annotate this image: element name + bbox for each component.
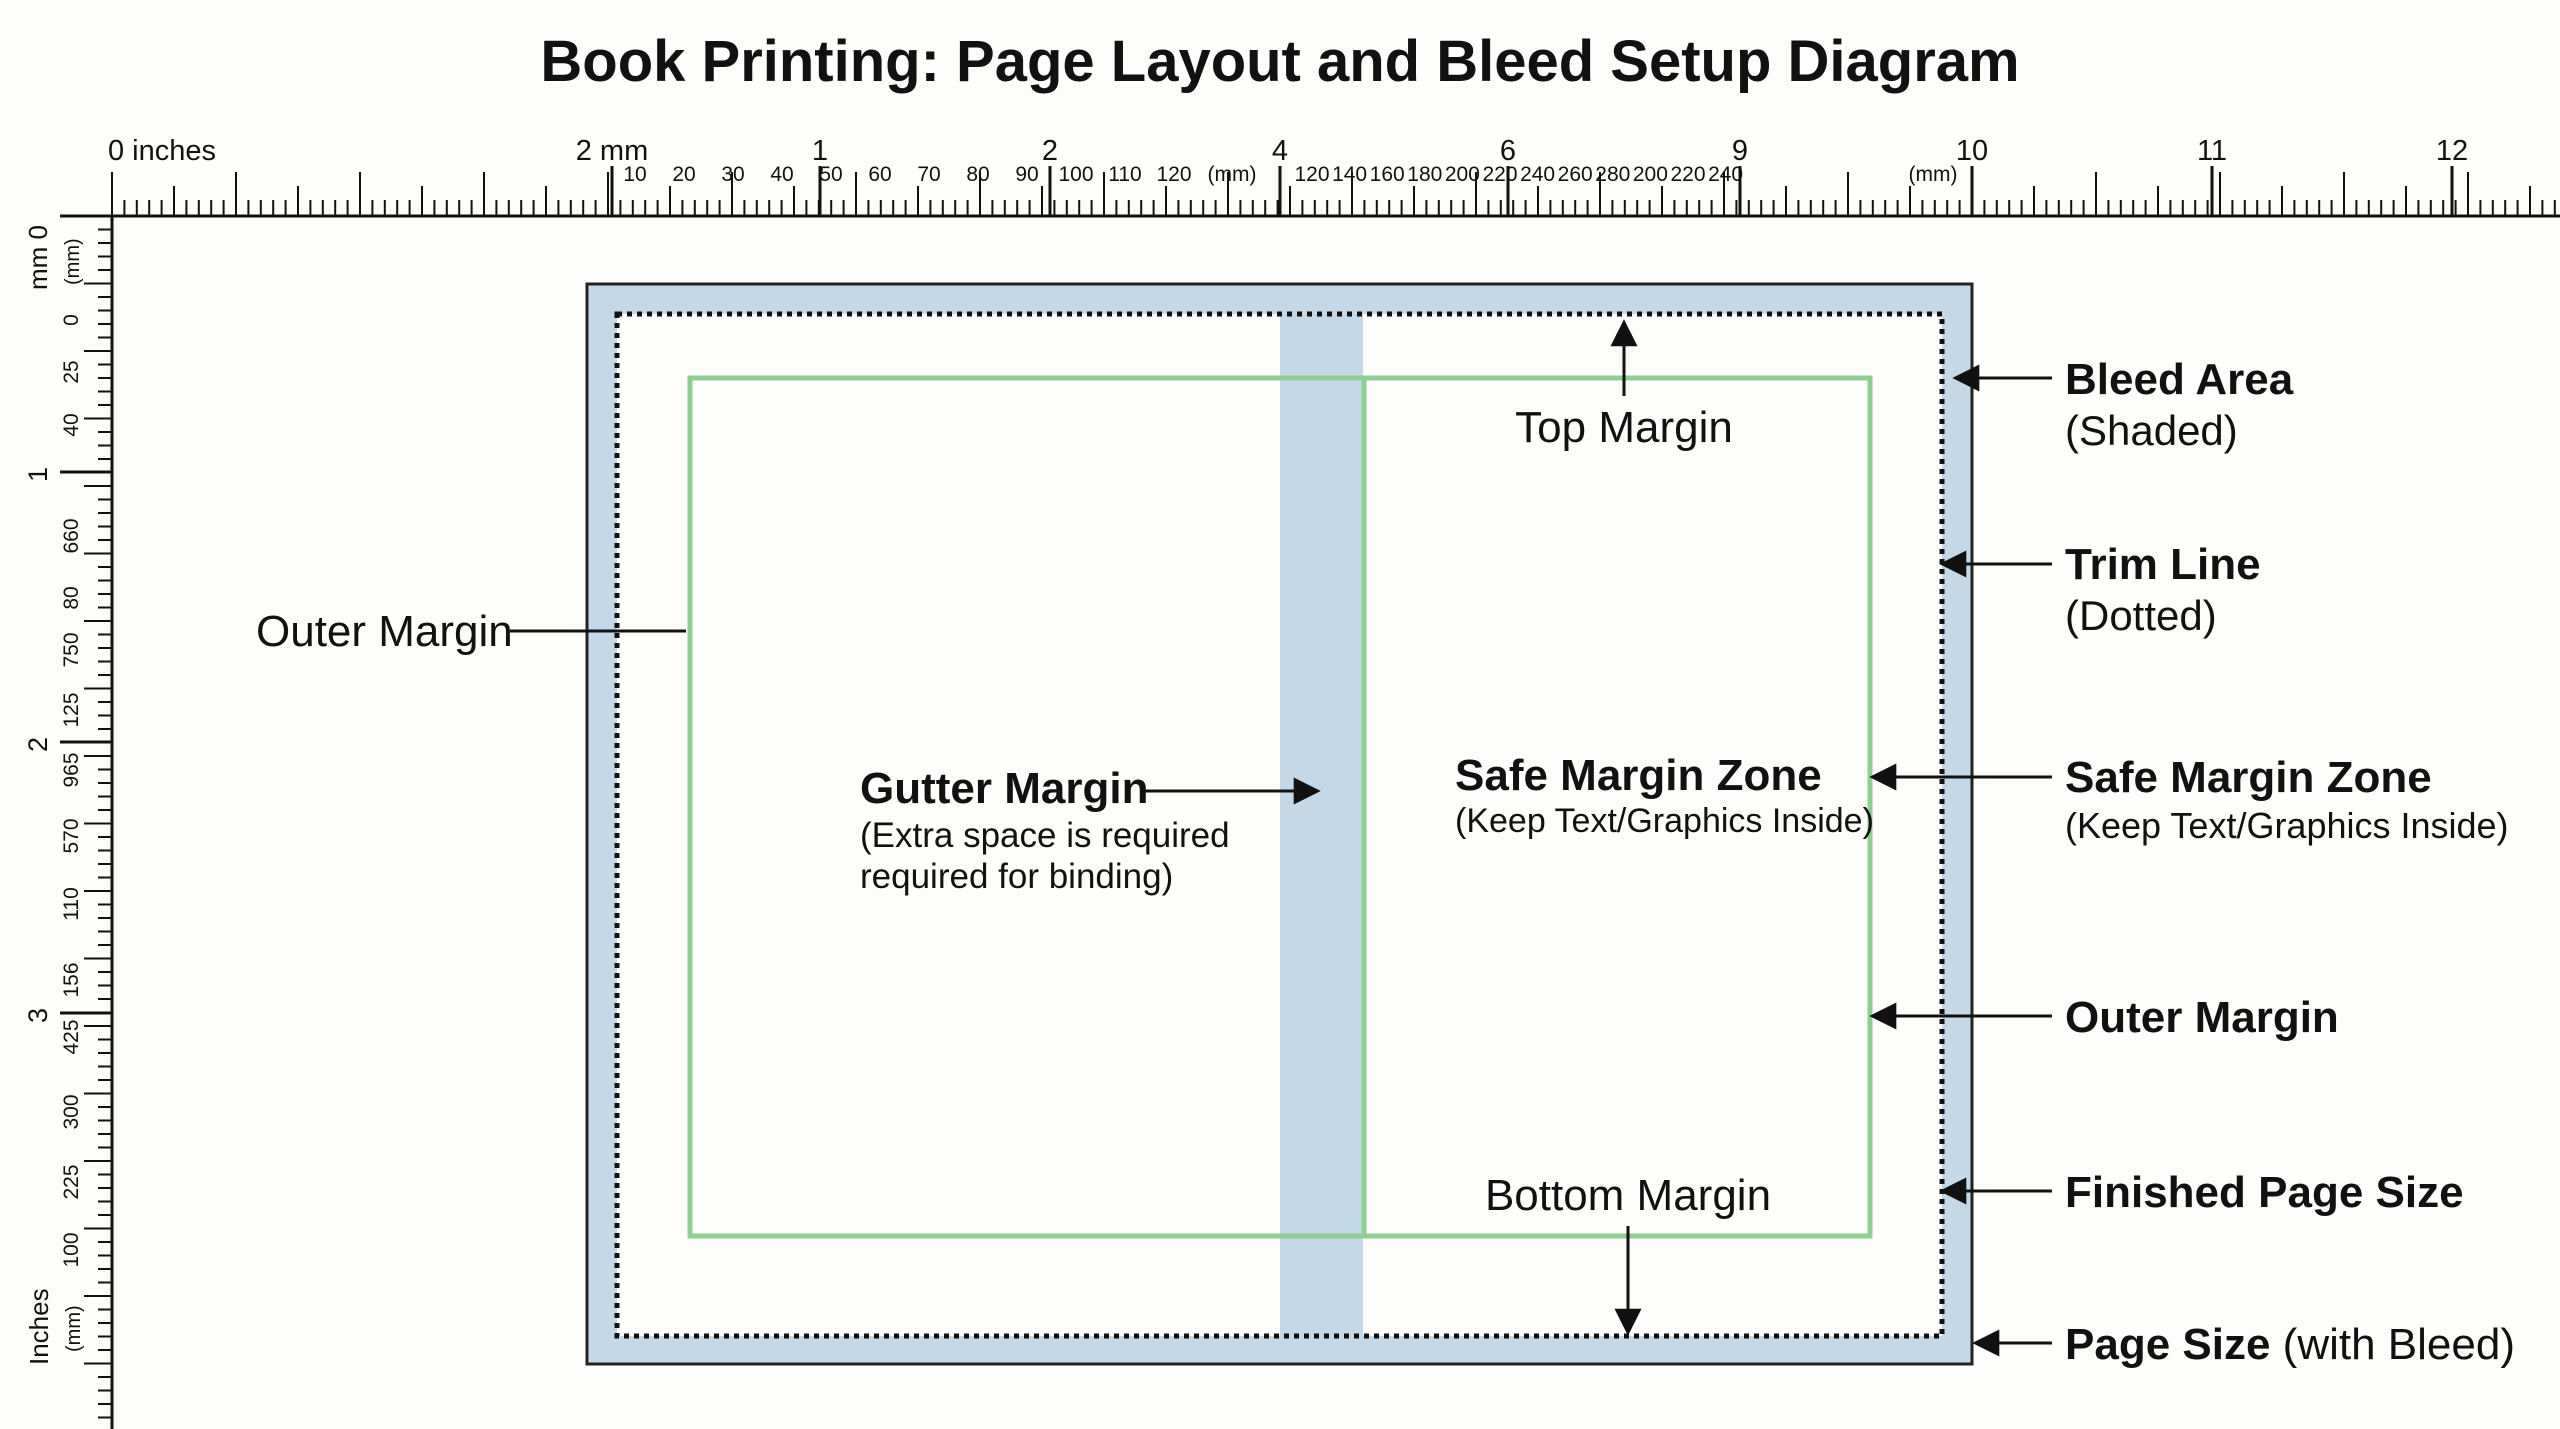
left-ruler-bottom-mm: (mm) — [63, 1305, 85, 1352]
inner-labels: Top Margin Bottom Margin Outer Margin Gu… — [256, 319, 1874, 1336]
top-ruler-mm-label: 70 — [917, 163, 940, 186]
top-ruler-mm-label: 180 — [1407, 163, 1442, 186]
left-ruler-mm-label: 25 — [60, 360, 83, 383]
left-ruler-major-label: 3 — [23, 1008, 53, 1023]
top-ruler-mm-label: 10 — [623, 163, 646, 186]
page-size-callout-suffix: (with Bleed) — [2270, 1320, 2515, 1369]
left-ruler-major-labels: 1 2 3 — [23, 467, 112, 1023]
left-ruler-mm-label: 110 — [60, 887, 83, 920]
left-ruler-mm-label: 225 — [60, 1164, 83, 1199]
top-ruler-ticks — [111, 172, 2556, 216]
top-ruler-mm-label: 20 — [672, 163, 695, 186]
bleed-callout-desc: (Shaded) — [2065, 407, 2238, 454]
left-ruler-mm-label: 965 — [60, 752, 83, 787]
left-ruler-top-unit: mm 0 — [23, 225, 53, 290]
top-ruler-mm-label: 50 — [819, 163, 842, 186]
left-ruler: mm 0 (mm) 123 02540660807501259655701101… — [23, 214, 114, 1429]
top-ruler-mm-label: 260 — [1558, 163, 1593, 186]
top-ruler-major-label: 9 — [1732, 135, 1748, 167]
bottom-margin-label: Bottom Margin — [1485, 1171, 1771, 1220]
left-ruler-top-mm: (mm) — [62, 238, 84, 285]
page-size-callout: Page Size (with Bleed) — [2065, 1320, 2515, 1369]
top-margin-label: Top Margin — [1515, 403, 1733, 452]
left-ruler-mm-label: 100 — [60, 1232, 83, 1267]
top-ruler-mm-label: 90 — [1015, 163, 1038, 186]
left-ruler-mm-label: 300 — [60, 1094, 83, 1129]
top-ruler-mm-label: 60 — [868, 163, 891, 186]
top-ruler-major-label: 12 — [2436, 135, 2468, 167]
trim-line — [614, 311, 1945, 1339]
top-ruler-mm-label: 30 — [721, 163, 744, 186]
bleed-callout-title: Bleed Area — [2065, 355, 2294, 404]
top-ruler-major-label: 10 — [1956, 135, 1988, 167]
left-ruler-mm-label: 156 — [60, 962, 83, 997]
top-ruler-mm-label: 280 — [1595, 163, 1630, 186]
gutter-margin-desc-2: required for binding) — [860, 857, 1173, 896]
safe-zone-inner-desc: (Keep Text/Graphics Inside) — [1455, 802, 1874, 840]
top-ruler-mm-label: (mm) — [1208, 163, 1257, 186]
top-ruler-mm-label: 220 — [1482, 163, 1517, 186]
top-ruler-unit-label: 0 inches — [108, 135, 216, 167]
safe-zone-right — [1361, 375, 1873, 1239]
trim-callout-title: Trim Line — [2065, 540, 2261, 589]
gutter-margin-desc-1: (Extra space is required — [860, 816, 1230, 855]
top-ruler-mm-label: 200 — [1633, 163, 1668, 186]
top-ruler-mm-label: 40 — [770, 163, 793, 186]
left-ruler-ticks — [84, 215, 112, 1419]
left-ruler-mm-label: 80 — [60, 586, 83, 609]
top-ruler-mm-label: 200 — [1445, 163, 1480, 186]
left-ruler-major-label: 1 — [23, 467, 53, 482]
page-size-callout-title: Page Size — [2065, 1320, 2270, 1369]
page — [585, 282, 1974, 1366]
page-title: Book Printing: Page Layout and Bleed Set… — [540, 29, 2020, 94]
top-ruler-major-label: 4 — [1272, 135, 1288, 167]
top-ruler-mm-labels-left: 10 20 30 40 50 60 70 80 90 100 110 120 (mm) — [623, 163, 1256, 186]
left-ruler-bottom-unit: Inches — [24, 1288, 54, 1365]
top-ruler-major-label: 2 mm — [576, 135, 649, 167]
trim-area — [617, 314, 1942, 1336]
left-ruler-mm-label: 0 — [60, 314, 83, 326]
top-ruler-mm-label: 240 — [1708, 163, 1743, 186]
top-ruler-mm-label: 110 — [1108, 163, 1141, 186]
top-ruler-mm-label: 120 — [1156, 163, 1191, 186]
finished-callout-title: Finished Page Size — [2065, 1168, 2464, 1217]
top-ruler-major-label: 6 — [1500, 135, 1516, 167]
outer-margin-left-label: Outer Margin — [256, 607, 513, 656]
left-ruler-mm-label: 425 — [60, 1019, 83, 1054]
outer-callout-title: Outer Margin — [2065, 993, 2339, 1042]
top-ruler-mm-label: 240 — [1520, 163, 1555, 186]
top-ruler-mm-label: 160 — [1370, 163, 1405, 186]
top-ruler-major-label: 1 — [812, 135, 828, 167]
top-ruler-major-label: 11 — [2197, 135, 2227, 167]
top-ruler-mm-label: 140 — [1332, 163, 1367, 186]
top-ruler-mm-label: 80 — [966, 163, 989, 186]
safe-callout-desc: (Keep Text/Graphics Inside) — [2065, 805, 2509, 846]
right-callouts: Bleed Area (Shaded) Trim Line (Dotted) S… — [1869, 355, 2515, 1369]
gutter-margin-title: Gutter Margin — [860, 764, 1148, 813]
left-ruler-mm-label: 570 — [60, 818, 83, 853]
left-ruler-major-label: 2 — [23, 737, 53, 752]
left-ruler-mm-label: 660 — [60, 518, 83, 553]
top-ruler-mm-label: (mm) — [1909, 163, 1958, 186]
top-ruler-major-label: 2 — [1042, 135, 1058, 167]
left-ruler-mm-labels: 0 25 40 660 80 750 125 965 570 110 156 425 300 225 100 — [60, 314, 83, 1267]
gutter-band — [1280, 314, 1363, 1336]
left-ruler-mm-label: 40 — [60, 413, 83, 436]
trim-callout-desc: (Dotted) — [2065, 592, 2217, 639]
left-ruler-mm-label: 125 — [60, 692, 83, 727]
top-ruler-mm-label: 120 — [1294, 163, 1329, 186]
safe-callout-title: Safe Margin Zone — [2065, 753, 2432, 802]
safe-zone-inner-title: Safe Margin Zone — [1455, 751, 1822, 800]
top-ruler-mm-label: 220 — [1670, 163, 1705, 186]
left-ruler-mm-label: 750 — [60, 632, 83, 667]
top-ruler-mm-label: 100 — [1058, 163, 1093, 186]
